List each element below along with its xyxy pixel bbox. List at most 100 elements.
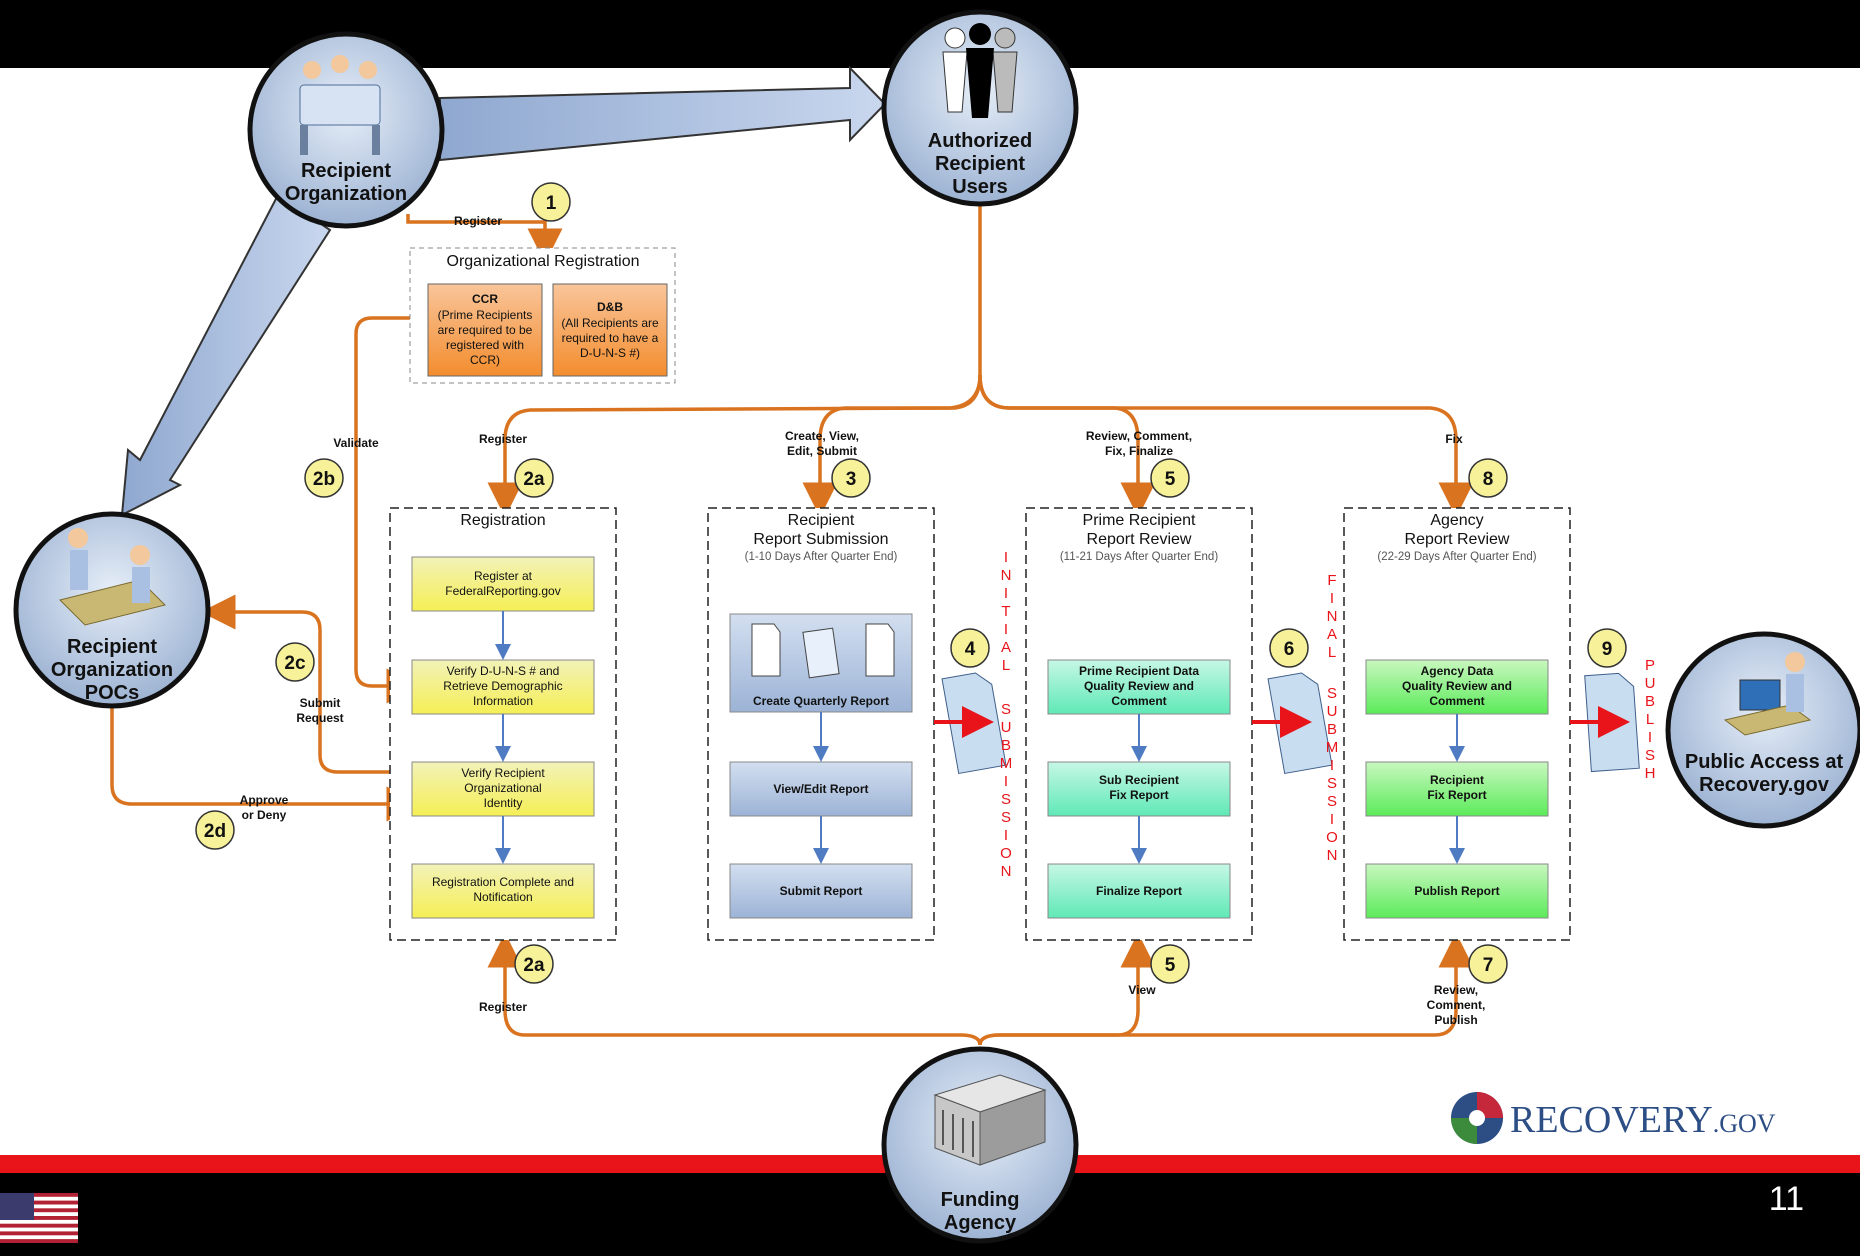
label-fix: Fix: [1445, 432, 1463, 446]
phase-final-submission: F I N A L S U B M I S S I O N: [1326, 572, 1339, 864]
label-review-comment-2: Fix, Finalize: [1105, 444, 1173, 458]
actor-authorized-recipient-users: Authorized Recipient Users: [881, 9, 1079, 207]
initial-letter: N: [1001, 567, 1012, 584]
final-letter: B: [1327, 721, 1337, 738]
phase-publish: P U B L I S H: [1645, 657, 1656, 782]
step-badge-5-bottom: 5: [1150, 944, 1190, 984]
registration-complete-box: [411, 863, 595, 919]
reg-box3-line1: Verify Recipient: [461, 766, 545, 780]
reg-box2-line1: Verify D-U-N-S # and: [447, 664, 560, 678]
svg-text:3: 3: [846, 469, 857, 490]
svg-text:7: 7: [1483, 955, 1494, 976]
organizational-registration-group: Organizational Registration CCR (Prime R…: [409, 247, 676, 384]
svg-text:4: 4: [965, 639, 976, 660]
label-review-comment-1: Review, Comment,: [1086, 429, 1192, 443]
final-letter: A: [1327, 626, 1337, 643]
stage-prime-recipient-review: Prime Recipient Report Review (11-21 Day…: [1025, 507, 1253, 941]
label-approve-1: Approve: [240, 793, 289, 807]
prime-title1: Prime Recipient: [1083, 512, 1196, 529]
label-review-publish-1: Review,: [1434, 983, 1478, 997]
final-letter: I: [1330, 757, 1334, 774]
agency-box1-line1: Agency Data: [1421, 664, 1494, 678]
initial-letter: S: [1001, 809, 1011, 826]
ccr-title: CCR: [472, 292, 498, 306]
label-review-publish-2: Comment,: [1427, 998, 1486, 1012]
final-letter: M: [1326, 739, 1339, 756]
final-letter: S: [1327, 775, 1337, 792]
prime-box3: Finalize Report: [1096, 884, 1182, 898]
initial-letter: I: [1004, 549, 1008, 566]
dnb-line2: required to have a: [562, 331, 659, 345]
publish-letter: U: [1645, 675, 1656, 692]
prime-title2: Report Review: [1087, 531, 1192, 548]
submission-box3: Submit Report: [780, 884, 863, 898]
org-to-users-band: [439, 65, 887, 162]
computer-user-icon: [1723, 652, 1812, 736]
submission-subtitle: (1-10 Days After Quarter End): [745, 551, 898, 563]
dnb-title: D&B: [597, 300, 623, 314]
reg-box3-line2: Organizational: [464, 781, 541, 795]
step-badge-3: 3: [831, 458, 871, 498]
label-view: View: [1128, 983, 1156, 997]
dnb-line1: (All Recipients are: [561, 316, 659, 330]
funding-line2: Agency: [944, 1212, 1017, 1234]
step-badge-5-top: 5: [1150, 458, 1190, 498]
publish-report-box: [1365, 863, 1549, 919]
actor-recipient-organization: Recipient Organization: [247, 31, 445, 229]
initial-letter: U: [1001, 719, 1012, 736]
final-letter: L: [1328, 644, 1336, 661]
reg-box4-line2: Notification: [473, 890, 532, 904]
submission-box2: View/Edit Report: [773, 782, 868, 796]
verify-identity-box: [411, 761, 595, 817]
public-access-line1: Public Access at: [1685, 751, 1844, 773]
us-flag-icon: [0, 1193, 78, 1243]
initial-letter: B: [1001, 737, 1011, 754]
initial-letter: O: [1000, 845, 1012, 862]
pocs-line3: POCs: [85, 682, 139, 704]
pocs-line1: Recipient: [67, 636, 157, 658]
org-registration-title: Organizational Registration: [447, 253, 640, 270]
final-letter: F: [1327, 572, 1336, 589]
final-letter: I: [1330, 590, 1334, 607]
actor-public-access: Public Access at Recovery.gov: [1665, 631, 1860, 829]
svg-text:2a: 2a: [523, 955, 545, 976]
view-edit-box: [729, 761, 913, 817]
recipient-org-line1: Recipient: [301, 160, 391, 182]
initial-letter: I: [1004, 827, 1008, 844]
register-at-box: [411, 556, 595, 612]
initial-letter: T: [1001, 603, 1010, 620]
svg-text:5: 5: [1165, 955, 1176, 976]
label-register-2a: Register: [479, 432, 527, 446]
stage-agency-review: Agency Report Review (22-29 Days After Q…: [1343, 507, 1571, 941]
ccr-line3: registered with: [446, 338, 524, 352]
authorized-line3: Users: [952, 176, 1008, 198]
publish-letter: I: [1648, 729, 1652, 746]
initial-letter: I: [1004, 773, 1008, 790]
funding-line1: Funding: [941, 1189, 1020, 1211]
authorized-line1: Authorized: [928, 130, 1032, 152]
final-letter: I: [1330, 811, 1334, 828]
step-badge-2b: 2b: [304, 458, 344, 498]
step-badge-2a-top: 2a: [514, 458, 554, 498]
agency-box2-line1: Recipient: [1430, 773, 1484, 787]
recipient-org-line2: Organization: [285, 183, 407, 205]
label-submit-request-1: Submit: [300, 696, 341, 710]
final-letter: U: [1327, 703, 1338, 720]
submission-title2: Report Submission: [753, 531, 888, 548]
org-to-pocs-band: [120, 193, 332, 517]
publish-letter: S: [1645, 747, 1655, 764]
agency-title1: Agency: [1430, 512, 1483, 529]
initial-letter: L: [1002, 657, 1010, 674]
final-letter: N: [1327, 847, 1338, 864]
prime-box1-line2: Quality Review and: [1084, 679, 1194, 693]
step-badge-2c: 2c: [275, 642, 315, 682]
svg-text:1: 1: [546, 193, 557, 214]
svg-text:RECOVERY.GOV: RECOVERY.GOV: [1510, 1099, 1776, 1141]
people-group-icon: [942, 23, 1018, 118]
svg-text:2b: 2b: [313, 469, 335, 490]
initial-letter: I: [1004, 621, 1008, 638]
label-register-top: Register: [454, 214, 502, 228]
svg-text:5: 5: [1165, 469, 1176, 490]
step-badge-9: 9: [1587, 628, 1627, 668]
